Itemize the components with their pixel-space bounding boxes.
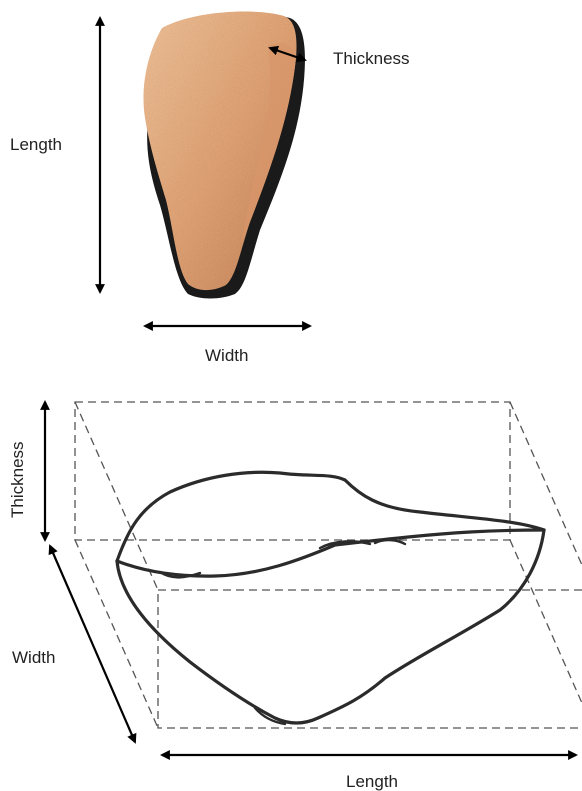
bounding-box-front-face bbox=[158, 590, 582, 728]
top-thickness-label: Thickness bbox=[333, 49, 410, 68]
top-width-label: Width bbox=[205, 346, 248, 365]
stone-outline-ridge-detail bbox=[160, 540, 405, 577]
bottom-width-label: Width bbox=[12, 648, 55, 667]
top-length-label: Length bbox=[10, 135, 62, 154]
stone-outline-drawing bbox=[117, 472, 544, 724]
stone-outline-ridge bbox=[117, 530, 544, 576]
bounding-box bbox=[75, 402, 582, 728]
bottom-width-arrow bbox=[50, 546, 135, 742]
bounding-box-edge bbox=[510, 540, 582, 728]
bottom-thickness-label: Thickness bbox=[8, 441, 27, 518]
stone-photo bbox=[144, 12, 305, 299]
bounding-box-back-face bbox=[75, 402, 510, 540]
stone-outline-bottom bbox=[117, 530, 544, 723]
bottom-length-label: Length bbox=[346, 772, 398, 791]
bounding-box-edge bbox=[510, 402, 582, 590]
